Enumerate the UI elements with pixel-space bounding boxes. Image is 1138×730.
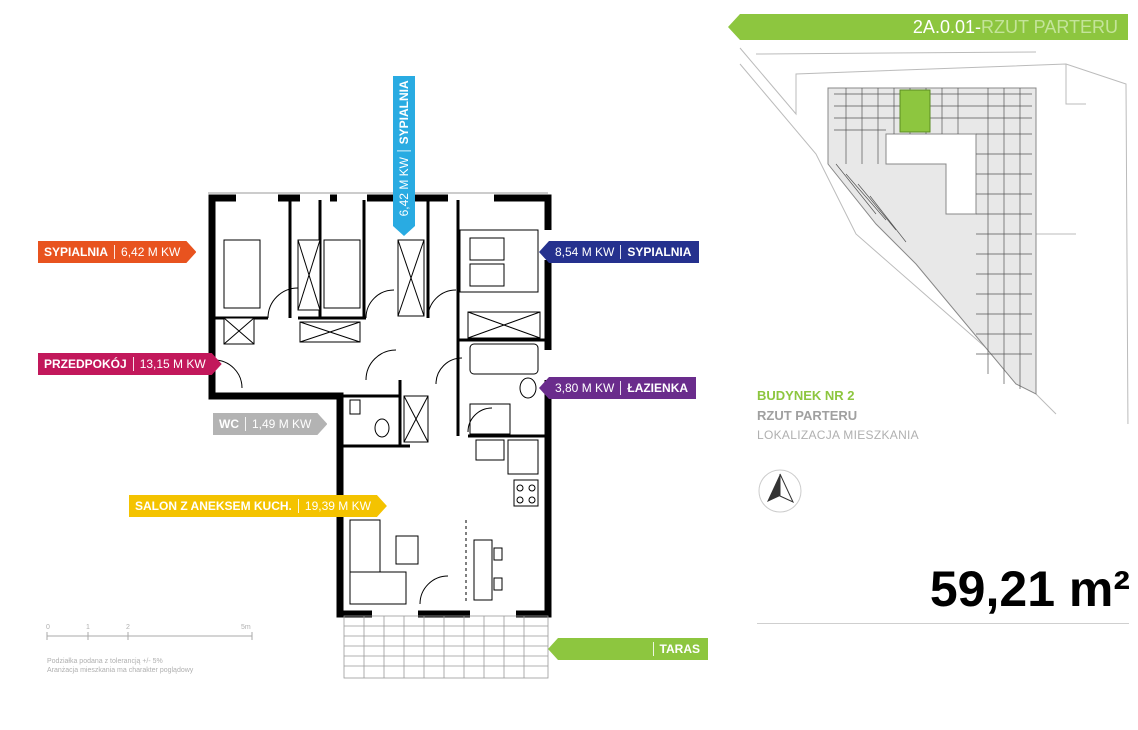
apartment-code: 2A.0.01 bbox=[912, 16, 975, 37]
building-title: BUDYNEK NR 2 bbox=[757, 388, 855, 403]
scale-label: 5m bbox=[241, 624, 251, 631]
code-separator: - bbox=[974, 16, 981, 37]
tag-living-room: SALON Z ANEKSEM KUCH. 19,39 M KW bbox=[129, 495, 387, 517]
building-location-label: LOKALIZACJA MIESZKANIA bbox=[757, 428, 919, 442]
scale-note-line: Aranżacja mieszkania ma charakter pogląd… bbox=[47, 667, 194, 674]
scale-bar-graphic bbox=[46, 632, 253, 640]
scale-label: 1 bbox=[86, 624, 90, 631]
scale-label: 0 bbox=[46, 624, 50, 631]
room-name: WC bbox=[219, 417, 239, 431]
room-name: TARAS bbox=[652, 642, 708, 656]
building-floor: RZUT PARTERU bbox=[757, 408, 858, 423]
room-name: ŁAZIENKA bbox=[620, 381, 696, 395]
floor-plan bbox=[208, 192, 552, 679]
tag-hall: PRZEDPOKÓJ 13,15 M KW bbox=[38, 353, 222, 375]
north-arrow-icon bbox=[758, 469, 802, 513]
room-area: 6,42 M KW bbox=[114, 245, 186, 259]
room-area: 6,42 M KW bbox=[397, 150, 411, 222]
scale-note: Podziałka podana z tolerancją +/- 5% Ara… bbox=[47, 657, 193, 675]
tag-bathroom: 3,80 M KW ŁAZIENKA bbox=[539, 377, 697, 399]
scale-bar: 0 1 2 5m bbox=[40, 622, 260, 647]
site-plan bbox=[739, 47, 1129, 424]
divider bbox=[757, 623, 1129, 624]
room-name: SYPIALNIA bbox=[44, 245, 109, 259]
room-area: 8,54 M KW bbox=[555, 245, 615, 259]
room-name: SYPIALNIA bbox=[397, 79, 411, 144]
tag-bedroom-left: SYPIALNIA 6,42 M KW bbox=[38, 241, 196, 263]
room-area: 1,49 M KW bbox=[245, 417, 317, 431]
room-name: PRZEDPOKÓJ bbox=[44, 357, 127, 371]
tag-terrace: TARAS bbox=[548, 638, 708, 660]
scale-note-line: Podziałka podana z tolerancją +/- 5% bbox=[47, 658, 163, 665]
room-area: 3,80 M KW bbox=[555, 381, 615, 395]
room-area: 13,15 M KW bbox=[133, 357, 212, 371]
tag-bedroom-right: SYPIALNIA 8,54 M KW bbox=[539, 241, 700, 263]
tag-bedroom-top: 6,42 M KW SYPIALNIA bbox=[393, 76, 415, 236]
apartment-code-banner: 2A.0.01 - RZUT PARTERU bbox=[728, 14, 1128, 40]
floor-label: RZUT PARTERU bbox=[980, 16, 1118, 37]
room-name: SYPIALNIA bbox=[620, 245, 699, 259]
total-area: 59,21 m² bbox=[929, 561, 1130, 617]
tag-wc: WC 1,49 M KW bbox=[213, 413, 327, 435]
scale-label: 2 bbox=[126, 624, 130, 631]
room-name: SALON Z ANEKSEM KUCH. bbox=[135, 499, 292, 513]
room-area: 19,39 M KW bbox=[298, 499, 377, 513]
